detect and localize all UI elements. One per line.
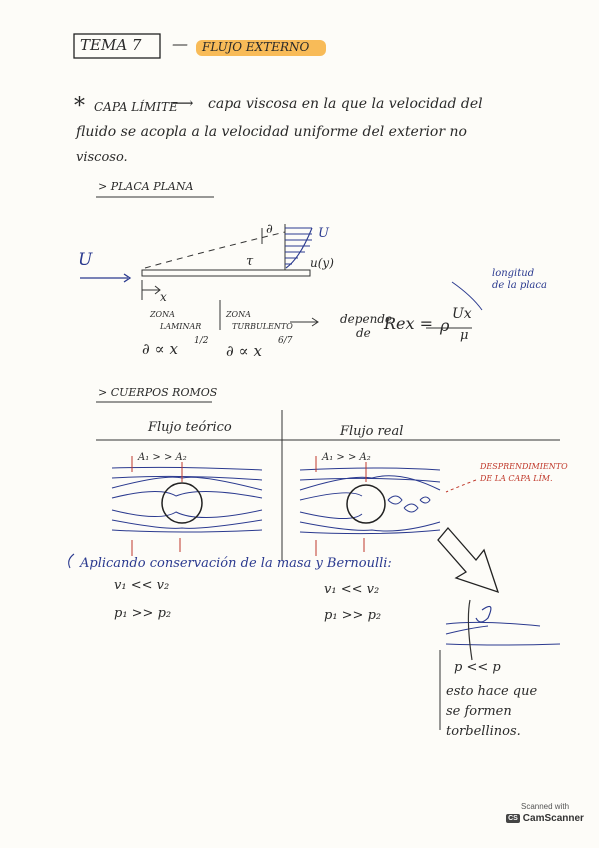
- camscanner-logo-icon: CS: [506, 814, 520, 823]
- separation-note-2: DE LA CAPA LÍM.: [480, 474, 553, 483]
- theory-flow-diagram: [111, 456, 263, 556]
- note-line-1: esto hace que: [446, 684, 538, 699]
- u-y-label: u(y): [310, 256, 334, 270]
- title-highlight: [196, 40, 326, 56]
- plate-note-1: longitud: [492, 268, 535, 279]
- laminar-exponent: 1/2: [194, 336, 209, 346]
- reynolds-den: μ: [460, 328, 469, 343]
- pressure-left: p₁ >> p₂: [114, 606, 172, 621]
- delta-label: ∂: [266, 222, 273, 237]
- arrow-glyph: ⟶: [172, 94, 194, 112]
- reynolds-num: Ux: [452, 306, 472, 322]
- zone-turb-2: TURBULENTO: [232, 322, 293, 331]
- header-dash: —: [172, 34, 188, 53]
- intro-line-2: fluido se acopla a la velocidad uniforme…: [76, 124, 467, 140]
- depends-1: depende: [340, 312, 393, 326]
- camscanner-badge: Scanned with CS CamScanner: [503, 802, 587, 838]
- intro-line-3: viscoso.: [76, 150, 128, 165]
- area-relation-left: A₁ > > A₂: [138, 452, 187, 463]
- intro-line-1: capa viscosa en la que la velocidad del: [208, 96, 483, 112]
- placa-plana-heading: > PLACA PLANA: [98, 180, 194, 193]
- bullet-asterisk: *: [74, 94, 85, 119]
- pressure-compare: p << p: [454, 660, 501, 675]
- zoom-diagram: [439, 599, 561, 730]
- turbulent-relation: ∂ ∝ x: [226, 342, 262, 360]
- reynolds-lhs: Rex =: [384, 314, 434, 333]
- U-outer: U: [318, 226, 329, 241]
- velocity-left: v₁ << v₂: [114, 578, 170, 593]
- real-flow-diagram: [299, 456, 477, 556]
- plate-note-2: de la placa: [492, 280, 547, 291]
- zone-turb-1: ZONA: [226, 310, 251, 319]
- flat-plate-diagram: [80, 224, 483, 330]
- area-relation-right: A₁ > > A₂: [322, 452, 371, 463]
- turbulent-exponent: 6/7: [278, 336, 293, 346]
- scanned-with-label: Scanned with: [520, 802, 570, 811]
- cuerpos-romos-heading: > CUERPOS ROMOS: [98, 386, 218, 399]
- capa-limite-label: CAPA LÍMITE: [94, 100, 178, 114]
- topic-box: [73, 33, 161, 59]
- page-title: FLUJO EXTERNO: [202, 40, 310, 54]
- apply-hook: [68, 553, 75, 569]
- depends-2: de: [356, 326, 371, 340]
- tau-label: τ: [246, 254, 254, 269]
- topic-label: TEMA 7: [80, 36, 142, 54]
- U-free-stream: U: [78, 250, 93, 270]
- big-arrow: [437, 526, 500, 594]
- note-line-3: torbellinos.: [446, 724, 521, 739]
- zone-laminar-1: ZONA: [150, 310, 175, 319]
- x-axis-label: x: [160, 290, 167, 304]
- velocity-right: v₁ << v₂: [324, 582, 380, 597]
- note-line-2: se formen: [446, 704, 512, 719]
- separation-note-1: DESPRENDIMIENTO: [480, 462, 568, 471]
- zone-laminar-2: LAMINAR: [160, 322, 202, 331]
- camscanner-brand: CamScanner: [522, 813, 584, 824]
- reynolds-rho: ρ: [440, 316, 450, 335]
- pressure-right: p₁ >> p₂: [324, 608, 382, 623]
- theory-flow-label: Flujo teórico: [148, 420, 232, 435]
- apply-statement: Aplicando conservación de la masa y Bern…: [80, 556, 392, 571]
- real-flow-label: Flujo real: [340, 424, 404, 439]
- laminar-relation: ∂ ∝ x: [142, 340, 178, 358]
